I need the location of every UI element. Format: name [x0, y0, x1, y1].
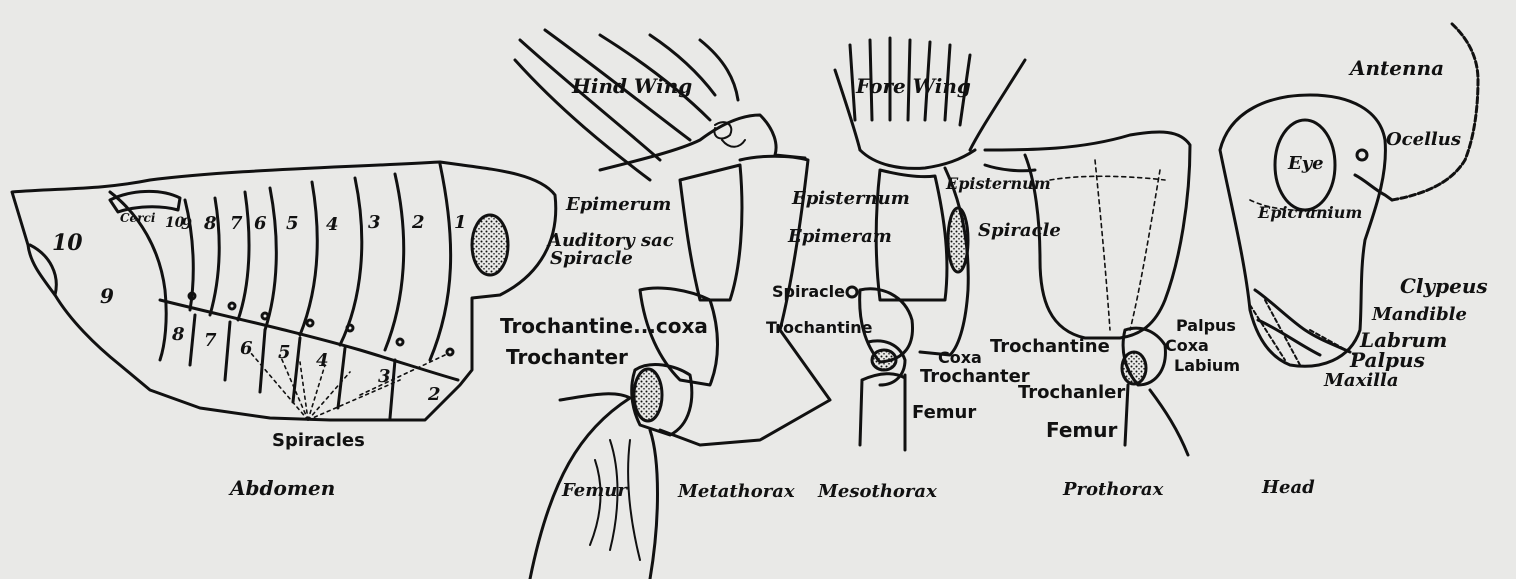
- mesothorax-spiracle: [847, 287, 857, 297]
- trochanter-stipple: [872, 350, 896, 370]
- tergite-number: 3: [368, 214, 381, 232]
- tergite-divider: [238, 192, 249, 320]
- antenna-segments: [1392, 22, 1478, 200]
- trochanter-stipple: [634, 369, 662, 421]
- trochantine-label: Trochantine: [990, 338, 1110, 356]
- abdomen-outline: [12, 162, 556, 420]
- region-label-prothorax: Prothorax: [1063, 481, 1163, 499]
- tergite-number: 5: [286, 215, 299, 233]
- hind-wing-base: [600, 115, 805, 170]
- sternite-number: 8: [172, 326, 185, 344]
- tergite-divider: [340, 178, 362, 345]
- epimerum-label: Epimerum: [566, 196, 671, 214]
- spiracle-label: Spiracle: [550, 250, 633, 268]
- tergite-divider: [385, 174, 404, 350]
- sternite-number: 9: [100, 286, 114, 306]
- ocellus: [1357, 150, 1367, 160]
- palpus-label-left: Palpus: [1176, 318, 1236, 334]
- labrum-label: Labrum: [1360, 330, 1447, 350]
- region-label-head: Head: [1262, 479, 1315, 497]
- tergite-divider: [430, 164, 451, 360]
- sternite-number: 7: [204, 332, 217, 350]
- epicranium-label: Epicranium: [1258, 205, 1362, 221]
- sternite-divider: [225, 322, 230, 380]
- trochantine-label: Trochantine: [766, 320, 872, 336]
- femur-label: Femur: [562, 482, 627, 500]
- abdomen-drawing: [12, 162, 556, 420]
- spiracle-dot: [397, 339, 403, 345]
- cerci-label: Cerci: [120, 212, 155, 224]
- spiracles-label: Spiracles: [272, 432, 365, 450]
- epimeron-stipple: [948, 208, 968, 272]
- spiracle-dot: [347, 325, 353, 331]
- tergite-number: 7: [230, 215, 243, 233]
- trochanter-label: Trochanler: [1018, 384, 1125, 402]
- sternite-number: 2: [428, 386, 441, 404]
- tergite-number: 6: [254, 215, 267, 233]
- tergite-number: 8: [204, 215, 217, 233]
- tergite-number: 10: [52, 232, 83, 254]
- tergite-divider: [265, 188, 276, 330]
- tergite-number: 1: [454, 214, 467, 232]
- coxa-label: Coxa: [938, 350, 982, 366]
- trochanter-label: Trochanter: [506, 347, 628, 367]
- metathorax-plate: [680, 165, 742, 300]
- antenna-base: [1355, 175, 1392, 200]
- sternite-number: 4: [316, 352, 329, 370]
- spiracle-dot: [447, 349, 453, 355]
- spiracle-dot: [229, 303, 235, 309]
- femur-label: Femur: [1046, 420, 1117, 440]
- tergite-number: 4: [326, 216, 339, 234]
- mandible-label: Mandible: [1372, 306, 1467, 324]
- hind-wing-vein: [700, 40, 738, 100]
- coxa-label: Coxa: [1165, 338, 1209, 354]
- sternite-divider: [190, 315, 195, 365]
- episternum-label: Episternum: [946, 176, 1051, 192]
- maxilla-label: Maxilla: [1324, 372, 1399, 390]
- hind-wing-label: Hind Wing: [572, 76, 692, 96]
- femur-label: Femur: [912, 404, 976, 422]
- antenna-label: Antenna: [1350, 58, 1444, 78]
- epimeram-label: Epimeram: [788, 228, 892, 246]
- coxa-stipple: [1122, 352, 1146, 384]
- sternite-divider: [260, 330, 265, 392]
- episternum-label: Episternum: [792, 190, 910, 208]
- eye-label: Eye: [1288, 155, 1324, 173]
- trochanter-label: Trochanter: [920, 368, 1030, 386]
- tergite-number: 2: [412, 214, 425, 232]
- palpus-label-right: Palpus: [1350, 350, 1425, 370]
- tergite-divider: [300, 182, 317, 335]
- sternite-divider: [338, 348, 345, 408]
- prothorax-femur: [1125, 385, 1188, 455]
- tergite-number: 9: [181, 216, 192, 232]
- clypeus-label: Clypeus: [1400, 276, 1488, 296]
- labium-label: Labium: [1174, 358, 1240, 374]
- spiracle-dot: [262, 313, 268, 319]
- sternite-number: 5: [278, 344, 291, 362]
- region-label-metathorax: Metathorax: [678, 483, 795, 501]
- auditory-sac: [472, 215, 508, 275]
- trochantine-coxa-label: Trochantine...coxa: [500, 316, 708, 336]
- region-label-mesothorax: Mesothorax: [818, 483, 937, 501]
- spiracle-label: Spiracle: [772, 284, 845, 300]
- sternite-divider: [390, 360, 395, 418]
- region-label-abdomen: Abdomen: [230, 478, 335, 498]
- spiracle-dot: [307, 320, 313, 326]
- sternite-number: 6: [240, 340, 253, 358]
- ocellus-label: Ocellus: [1386, 131, 1461, 149]
- head-capsule: [1220, 95, 1385, 366]
- sternite-number: 3: [378, 368, 391, 386]
- fore-wing-base: [860, 150, 975, 168]
- fore-wing-label: Fore Wing: [856, 76, 971, 96]
- spiracle-label: Spiracle: [978, 222, 1061, 240]
